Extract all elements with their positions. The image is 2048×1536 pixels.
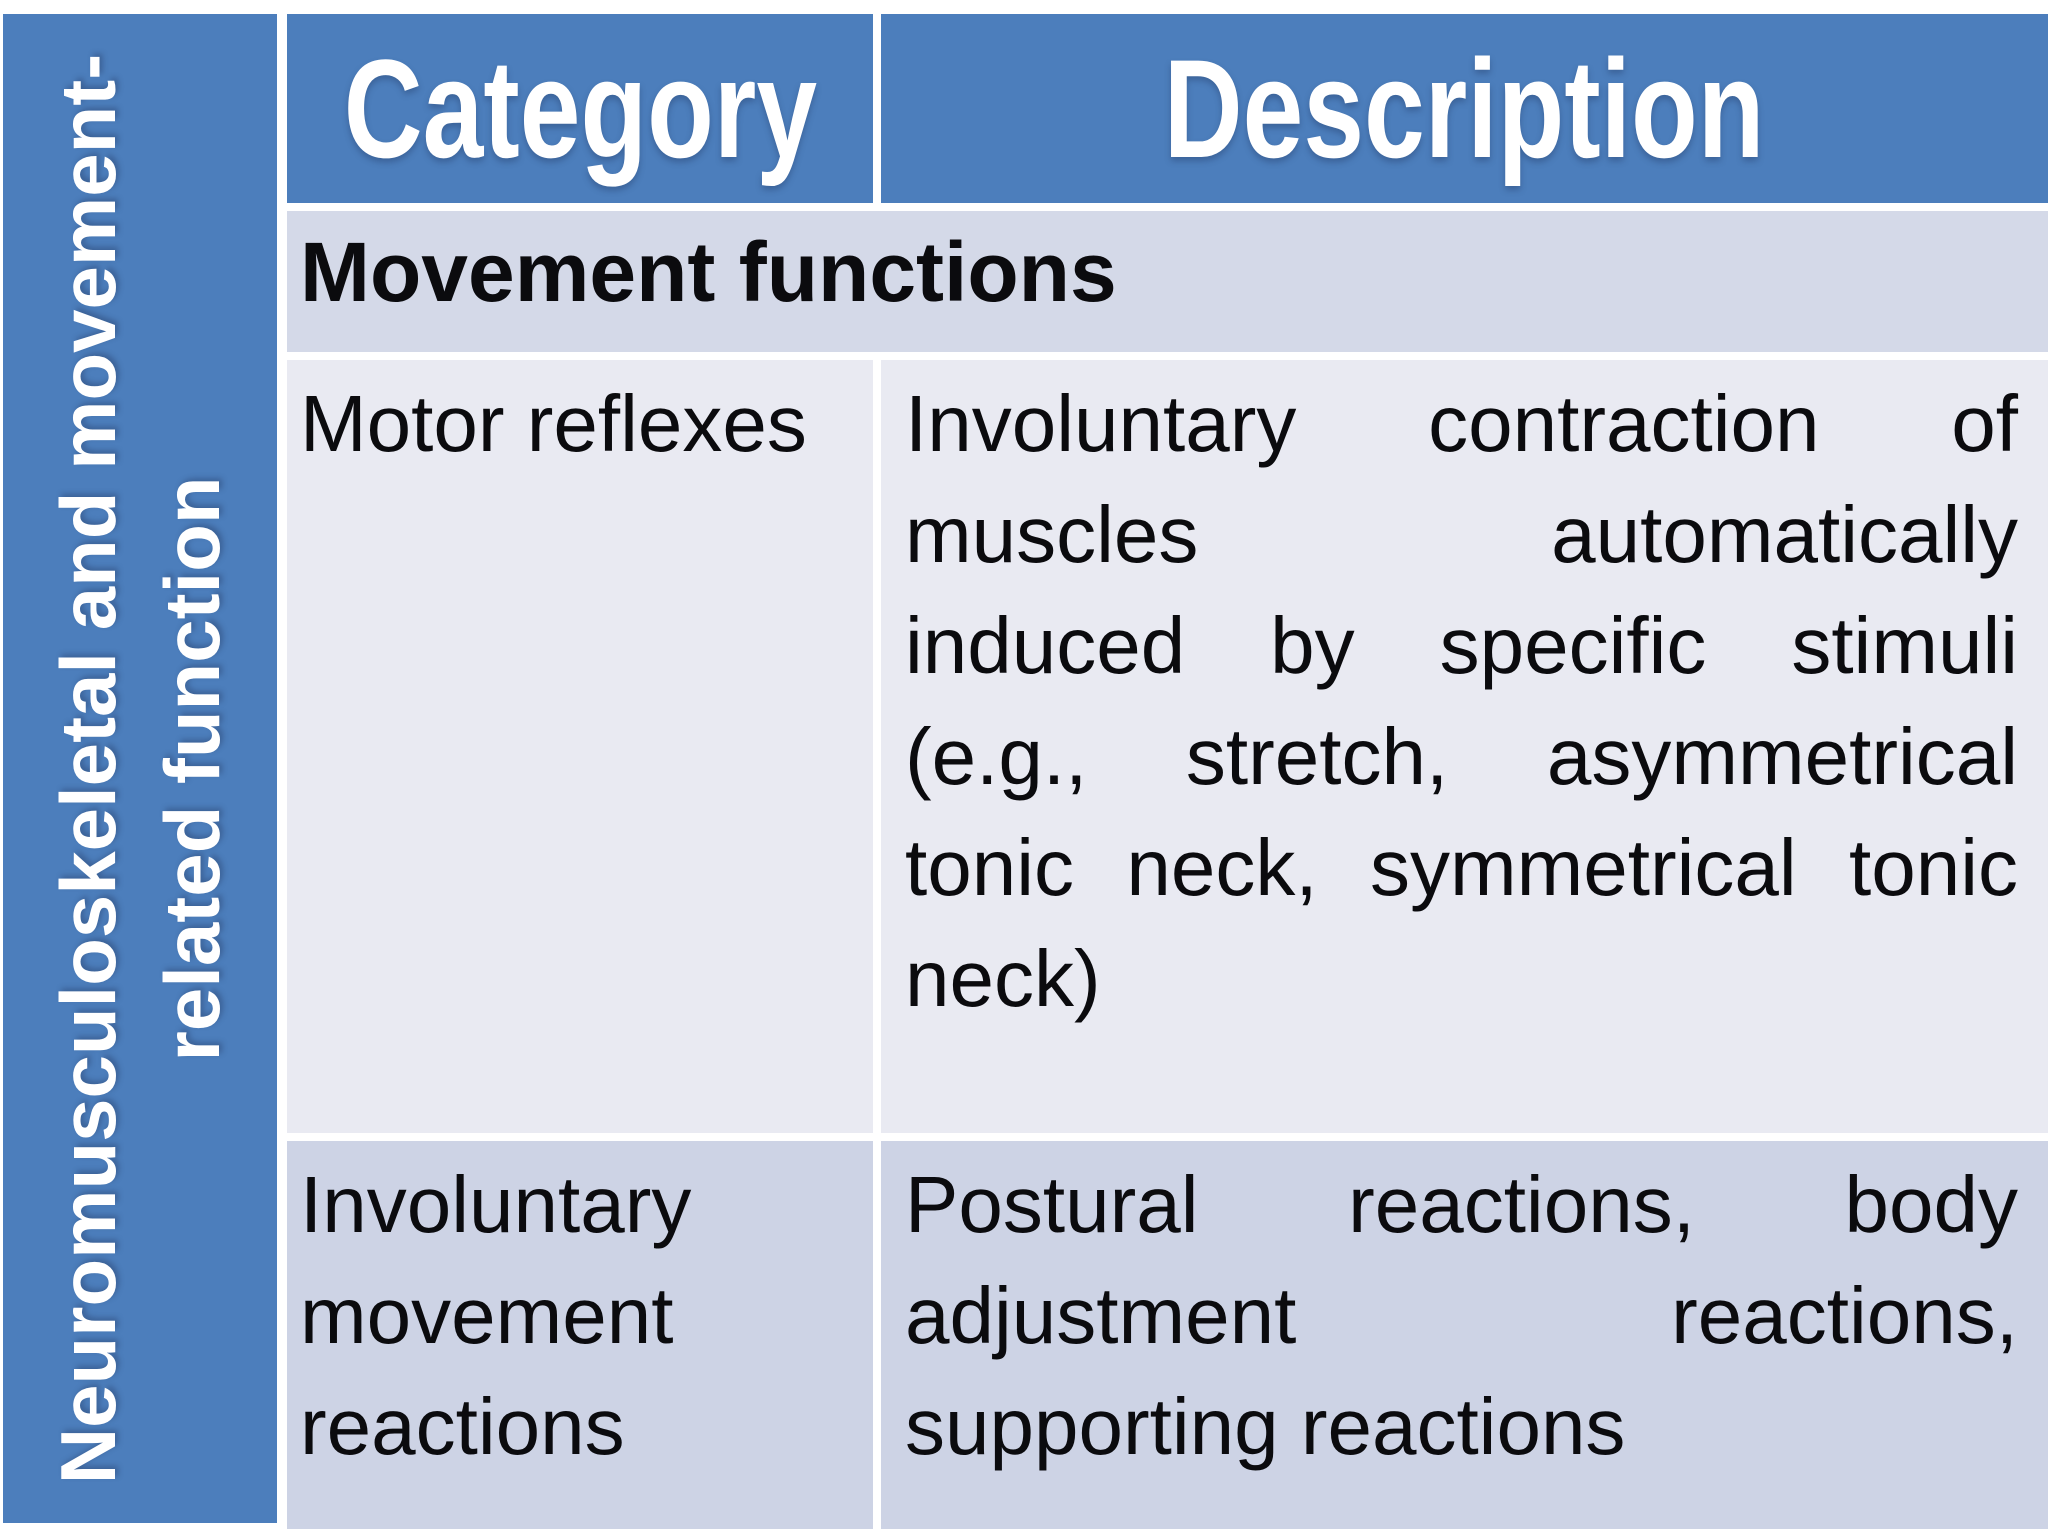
description-text-line: (e.g., stretch, asymmetrical bbox=[905, 712, 2018, 801]
column-header-category-label: Category bbox=[343, 29, 817, 187]
description-text-line: neck) bbox=[905, 934, 1101, 1023]
row-group-title-line-2: related function bbox=[148, 475, 236, 1062]
cell-category-involuntary-movement-reactions: Involuntary movement reactions bbox=[287, 1141, 873, 1529]
cell-description-involuntary-movement-reactions: Postural reactions, body adjustment reac… bbox=[881, 1141, 2048, 1529]
column-header-category: Category bbox=[287, 14, 873, 203]
description-text-line: Postural reactions, body bbox=[905, 1160, 2018, 1249]
category-text-line: movement bbox=[300, 1271, 674, 1360]
description-text-line: muscles automatically bbox=[905, 490, 2018, 579]
column-header-description-label: Description bbox=[1164, 29, 1765, 187]
category-text-line: Involuntary bbox=[300, 1160, 692, 1249]
description-text-line: Involuntary contraction of bbox=[905, 379, 2018, 468]
description-text-line: induced by specific stimuli bbox=[905, 601, 2018, 690]
row-group-rotated-text: Neuromusculoskeletal and movement- relat… bbox=[3, 14, 277, 1523]
category-text-line: Motor reflexes bbox=[300, 379, 807, 468]
row-group-band: Neuromusculoskeletal and movement- relat… bbox=[3, 14, 277, 1523]
section-title: Movement functions bbox=[300, 225, 1117, 319]
description-text-line: tonic neck, symmetrical tonic bbox=[905, 823, 2018, 912]
section-row-movement-functions: Movement functions bbox=[287, 211, 2048, 352]
cell-description-motor-reflexes: Involuntary contraction of muscles autom… bbox=[881, 360, 2048, 1133]
description-text-line: supporting reactions bbox=[905, 1382, 1626, 1471]
category-text-line: reactions bbox=[300, 1382, 625, 1471]
cell-category-motor-reflexes: Motor reflexes bbox=[287, 360, 873, 1133]
row-group-title-line-1: Neuromusculoskeletal and movement- bbox=[44, 53, 132, 1484]
description-text-line: adjustment reactions, bbox=[905, 1271, 2018, 1360]
column-header-description: Description bbox=[881, 14, 2048, 203]
